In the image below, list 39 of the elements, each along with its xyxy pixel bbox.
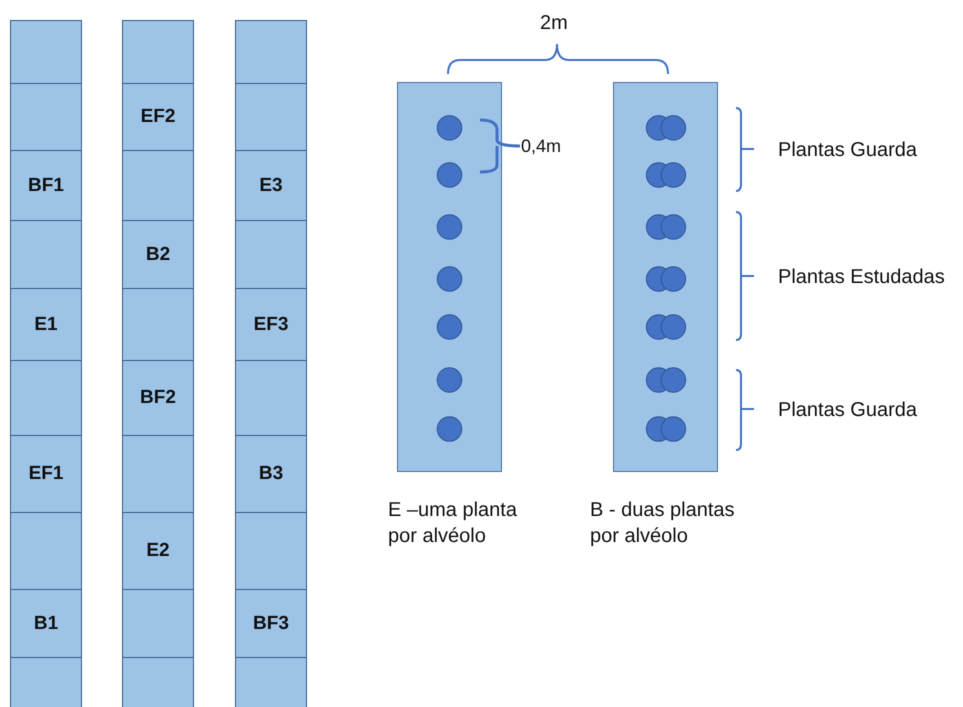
plot-cell — [10, 657, 82, 707]
plot-cell: EF2 — [122, 83, 194, 151]
plot-cell — [235, 360, 307, 436]
plot-cell — [122, 589, 194, 658]
planting-bed — [397, 82, 502, 472]
plot-cell — [235, 220, 307, 289]
group-label: Plantas Estudadas — [778, 265, 945, 290]
plot-cell — [122, 20, 194, 84]
plot-cell: BF1 — [10, 150, 82, 221]
plot-cell — [235, 512, 307, 590]
bed-caption: B - duas plantas por alvéolo — [590, 498, 736, 549]
plot-cell — [10, 360, 82, 436]
group-label: Plantas Guarda — [778, 138, 917, 163]
group-label: Plantas Guarda — [778, 398, 917, 423]
plot-cell — [122, 288, 194, 361]
plot-cell: B3 — [235, 435, 307, 513]
dimension-label: 2m — [540, 11, 568, 36]
plot-cell — [235, 83, 307, 151]
dimension-label: 0,4m — [521, 135, 562, 158]
plot-cell: E1 — [10, 288, 82, 361]
plot-cell: B2 — [122, 220, 194, 289]
plot-cell: E3 — [235, 150, 307, 221]
plot-cell: B1 — [10, 589, 82, 658]
plot-cell — [122, 435, 194, 513]
planting-bed — [613, 82, 718, 472]
plot-cell: BF3 — [235, 589, 307, 658]
plot-cell: BF2 — [122, 360, 194, 436]
plot-cell — [10, 83, 82, 151]
plot-cell: EF3 — [235, 288, 307, 361]
plot-cell — [235, 20, 307, 84]
plot-cell — [10, 20, 82, 84]
plot-cell — [10, 220, 82, 289]
bed-caption: E –uma planta por alvéolo — [388, 498, 518, 549]
plot-cell: E2 — [122, 512, 194, 590]
plot-cell — [10, 512, 82, 590]
plot-cell — [122, 150, 194, 221]
plot-cell — [122, 657, 194, 707]
plot-cell: EF1 — [10, 435, 82, 513]
plot-cell — [235, 657, 307, 707]
